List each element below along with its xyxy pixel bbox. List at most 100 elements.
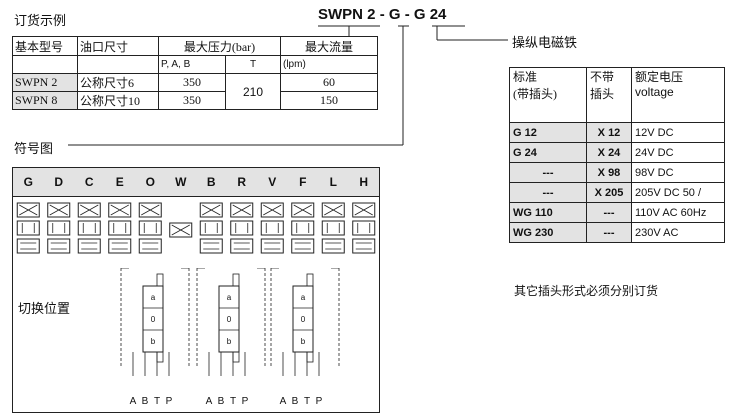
order-table-port: 公称尺寸6	[77, 73, 159, 92]
voltage-std: WG 230	[509, 222, 587, 243]
port-label: A	[206, 396, 213, 407]
port-label: P	[242, 396, 249, 407]
operator-label: 操纵电磁铁	[512, 35, 578, 50]
port-label: T	[154, 396, 160, 407]
order-table-header: 基本型号	[12, 36, 78, 56]
symbol-code: V	[268, 175, 277, 189]
order-code-spool: G	[388, 6, 401, 23]
voltage-std: G 24	[509, 142, 587, 163]
order-table: 基本型号 油口尺寸 最大压力(bar) 最大流量 P, A, B T (lpm)…	[12, 36, 378, 110]
order-table-subheader: (lpm)	[280, 55, 378, 74]
symbol-code-row: G D C E O W B R V F L H	[13, 168, 379, 197]
symbol-code: G	[23, 175, 33, 189]
voltage-no-plug: X 205	[586, 182, 632, 203]
voltage-no-plug: X 24	[586, 142, 632, 163]
order-code-voltage: G 24	[413, 6, 447, 23]
spool-symbol-b	[199, 202, 223, 254]
symbol-code: L	[329, 175, 337, 189]
spool-symbol-r	[230, 202, 254, 254]
voltage-value: 110V AC 60Hz	[631, 202, 725, 223]
voltage-std: ---	[509, 162, 587, 183]
voltage-table-header: 不带 插头	[586, 67, 632, 123]
switch-position-a: a	[151, 293, 156, 302]
order-table-header: 最大压力(bar)	[158, 36, 281, 56]
symbol-code: E	[115, 175, 124, 189]
order-table-subheader: P, A, B	[158, 55, 226, 74]
order-table-header: 最大流量	[280, 36, 378, 56]
voltage-no-plug: X 12	[586, 122, 632, 143]
port-label: B	[218, 396, 225, 407]
order-table-flow: 60	[280, 73, 378, 92]
order-table-pressure: 350	[158, 91, 226, 110]
spool-symbol-o	[138, 202, 162, 254]
other-plug-note: 其它插头形式必须分别订货	[514, 284, 659, 298]
port-label: A	[280, 396, 287, 407]
port-label: T	[230, 396, 236, 407]
order-table-subheader: T	[225, 55, 281, 74]
spool-symbol-w	[169, 222, 193, 238]
switch-position-zero: 0	[301, 315, 306, 324]
symbol-label: 符号图	[14, 141, 54, 156]
voltage-table-header: 额定电压 voltage	[631, 67, 725, 123]
symbol-code: D	[54, 175, 64, 189]
port-label: P	[166, 396, 173, 407]
port-label: B	[292, 396, 299, 407]
port-label: P	[316, 396, 323, 407]
order-code-model: SWPN 2	[318, 6, 376, 23]
switch-position-b: b	[227, 337, 232, 346]
voltage-no-plug: ---	[586, 202, 632, 223]
switch-position-zero: 0	[227, 315, 232, 324]
voltage-value: 12V DC	[631, 122, 725, 143]
symbol-code: O	[145, 175, 155, 189]
order-example-label: 订货示例	[14, 13, 67, 28]
order-table-pressure: 350	[158, 73, 226, 92]
voltage-table-header: 标准 (带插头)	[509, 67, 587, 123]
voltage-value: 230V AC	[631, 222, 725, 243]
symbol-code: F	[299, 175, 307, 189]
symbol-code: H	[359, 175, 369, 189]
order-table-flow: 150	[280, 91, 378, 110]
switch-diagram	[196, 268, 266, 376]
order-table-t-pressure: 210	[225, 73, 281, 110]
spool-symbol-c	[77, 202, 101, 254]
order-table-port: 公称尺寸10	[77, 91, 159, 110]
port-label: B	[142, 396, 149, 407]
port-label: T	[304, 396, 310, 407]
spool-symbol-v	[260, 202, 284, 254]
symbol-code: W	[175, 175, 187, 189]
switch-position-b: b	[151, 337, 156, 346]
spool-symbol-h	[352, 202, 376, 254]
order-code-sep: -	[379, 6, 385, 23]
switch-position-a: a	[301, 293, 306, 302]
spool-symbols	[16, 202, 376, 254]
spool-symbol-f	[291, 202, 315, 254]
voltage-std: ---	[509, 182, 587, 203]
symbol-code: B	[206, 175, 216, 189]
order-code: SWPN 2 - G - G 24	[318, 6, 446, 23]
spool-symbol-g	[16, 202, 40, 254]
symbol-code: R	[237, 175, 247, 189]
switch-position-zero: 0	[151, 315, 156, 324]
spool-symbol-d	[47, 202, 71, 254]
switch-position-label: 切换位置	[18, 301, 71, 316]
voltage-no-plug: X 98	[586, 162, 632, 183]
order-table-header: 油口尺寸	[77, 36, 159, 56]
switch-position-b: b	[301, 337, 306, 346]
switch-diagram	[270, 268, 340, 376]
spool-symbol-l	[321, 202, 345, 254]
order-table-model: SWPN 2	[12, 73, 78, 92]
voltage-std: G 12	[509, 122, 587, 143]
voltage-value: 205V DC 50 /	[631, 182, 725, 203]
order-code-sep: -	[404, 6, 410, 23]
voltage-value: 98V DC	[631, 162, 725, 183]
order-table-model: SWPN 8	[12, 91, 78, 110]
port-label: A	[130, 396, 137, 407]
symbol-code: C	[84, 175, 94, 189]
voltage-value: 24V DC	[631, 142, 725, 163]
switch-diagram	[120, 268, 190, 376]
spool-symbol-e	[108, 202, 132, 254]
